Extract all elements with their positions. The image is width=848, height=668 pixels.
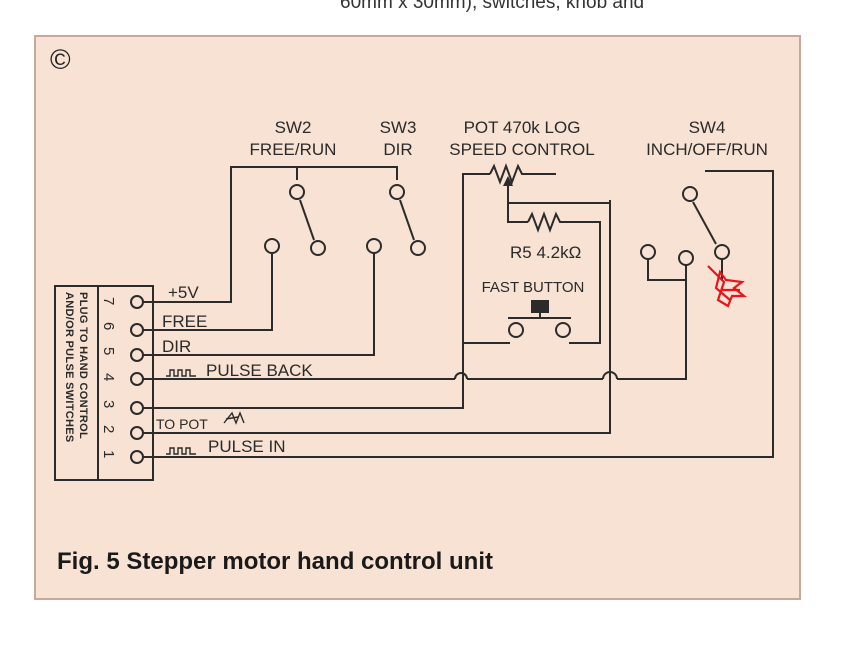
terminal xyxy=(130,348,144,362)
label-pot-desc: SPEED CONTROL xyxy=(449,140,594,159)
terminal xyxy=(682,186,698,202)
label-to-pot: TO POT xyxy=(156,416,208,432)
pin-number: 2 xyxy=(100,425,117,433)
pin-number: 3 xyxy=(100,400,117,408)
copyright-symbol: © xyxy=(50,44,71,75)
terminal xyxy=(640,244,656,260)
label-sw2: SW2 xyxy=(275,118,312,137)
terminal xyxy=(366,238,382,254)
crossover-hop xyxy=(602,371,618,380)
terminal xyxy=(678,250,694,266)
label-sw4: SW4 xyxy=(689,118,726,137)
pin-numbers: 7 6 5 4 3 2 1 xyxy=(100,297,117,458)
wire-pin1 xyxy=(143,170,774,458)
connector-label-line1: PLUG TO HAND CONTROL xyxy=(77,292,89,439)
label-free: FREE xyxy=(162,312,207,331)
switch-blade xyxy=(692,201,717,245)
pulse-icon xyxy=(166,447,196,455)
wire-pin5 xyxy=(143,252,375,356)
figure-caption: Fig. 5 Stepper motor hand control unit xyxy=(57,548,493,575)
terminal xyxy=(130,295,144,309)
button-cap xyxy=(531,300,549,313)
label-dir: DIR xyxy=(162,337,191,356)
pot-wiper-arrow xyxy=(503,176,513,186)
label-pulse-back: PULSE BACK xyxy=(206,361,313,380)
switch-blade xyxy=(299,199,315,241)
potentiometer xyxy=(489,163,556,203)
label-sw3: SW3 xyxy=(380,118,417,137)
pin-number: 7 xyxy=(100,297,117,305)
label-sw2-desc: FREE/RUN xyxy=(250,140,337,159)
fast-button xyxy=(508,300,571,338)
pin-number: 5 xyxy=(100,347,117,355)
label-fast-button: FAST BUTTON xyxy=(482,279,585,296)
terminal xyxy=(508,322,524,338)
pin-terminals xyxy=(130,295,144,464)
pin-number: 6 xyxy=(100,322,117,330)
terminal xyxy=(130,372,144,386)
red-annotation-mark xyxy=(707,265,748,308)
switch-sw3 xyxy=(366,184,426,256)
label-sw4-desc: INCH/OFF/RUN xyxy=(646,140,768,159)
terminal xyxy=(130,401,144,415)
wire-pin2 xyxy=(143,200,611,434)
terminal xyxy=(555,322,571,338)
pin-number: 1 xyxy=(100,450,117,458)
terminal xyxy=(130,450,144,464)
terminal xyxy=(130,323,144,337)
pulse-icon xyxy=(166,369,196,377)
pot-resistor xyxy=(489,163,556,185)
switch-sw4 xyxy=(640,186,730,281)
pin-wires xyxy=(143,166,774,458)
r5-resistor xyxy=(527,211,601,344)
terminal xyxy=(130,426,144,440)
pin-number: 4 xyxy=(100,373,117,381)
crossover-hop xyxy=(454,372,468,380)
switch-sw2 xyxy=(264,184,326,256)
connector-label-line2: AND/OR PULSE SWITCHES xyxy=(63,292,75,443)
figure-panel xyxy=(34,35,801,600)
terminal xyxy=(264,238,280,254)
pot-symbol-icon xyxy=(223,411,245,425)
label-sw3-desc: DIR xyxy=(383,140,412,159)
wire-pin6 xyxy=(143,252,273,331)
wire-sw4-inch xyxy=(647,259,686,281)
wire-pin3 xyxy=(143,173,490,409)
label-pulse-in: PULSE IN xyxy=(208,437,285,456)
terminal xyxy=(310,240,326,256)
terminal xyxy=(714,244,730,260)
label-r5: R5 4.2kΩ xyxy=(510,243,581,262)
wire-pin7 xyxy=(143,166,398,303)
r5-wire xyxy=(507,203,528,223)
switch-blade xyxy=(399,199,415,241)
terminal xyxy=(289,184,305,200)
header-text-fragment: 60mm x 30mm), switches, knob and xyxy=(340,0,645,13)
r5-network xyxy=(463,202,610,344)
terminal xyxy=(389,184,405,200)
connector-block xyxy=(54,285,154,481)
wire-pin4-c xyxy=(617,262,687,380)
label-pot: POT 470k LOG xyxy=(464,118,581,137)
terminal xyxy=(410,240,426,256)
label-plus5v: +5V xyxy=(168,283,199,302)
